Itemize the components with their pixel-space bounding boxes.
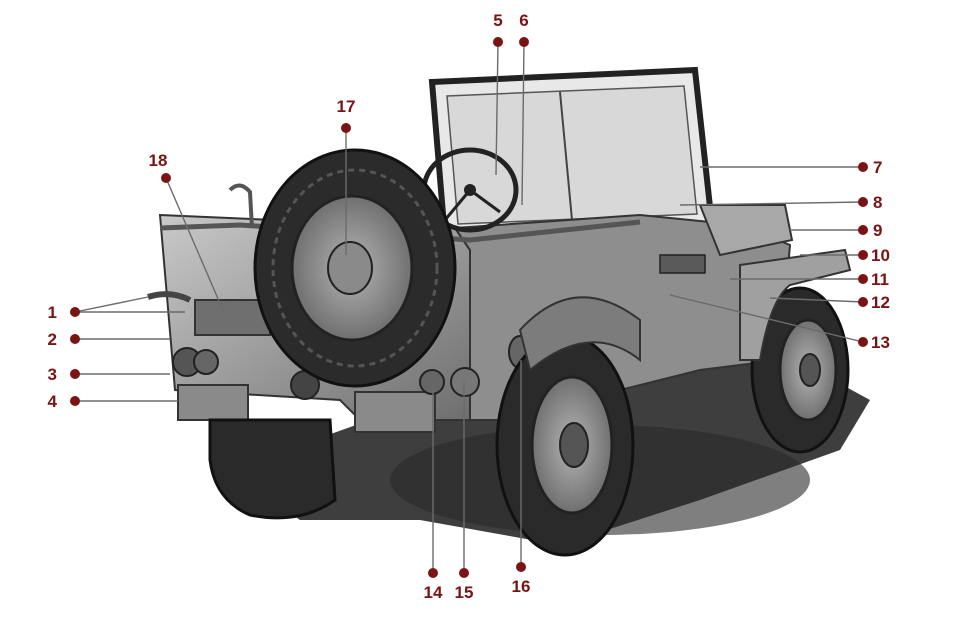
callout-labels: 1 2 3 4 5 6 7 8 9 10 11 12 13 14 15 16 1…	[48, 11, 890, 602]
callout-16: 16	[512, 577, 531, 596]
callout-18: 18	[149, 151, 168, 170]
left-rear-wheel	[208, 418, 337, 520]
callout-13: 13	[871, 333, 890, 352]
callout-4: 4	[48, 392, 58, 411]
callout-8: 8	[873, 193, 882, 212]
callout-dots	[70, 37, 868, 578]
callout-2: 2	[48, 330, 57, 349]
callout-10: 10	[871, 246, 890, 265]
fenders	[518, 248, 852, 372]
front-wheel	[750, 286, 850, 454]
callout-9: 9	[873, 221, 882, 240]
callout-12: 12	[871, 293, 890, 312]
callout-11: 11	[871, 270, 889, 289]
rear-wheel	[495, 333, 635, 557]
spare-tire	[253, 148, 457, 388]
leader-lines	[74, 41, 864, 573]
callout-14: 14	[424, 583, 443, 602]
callout-15: 15	[455, 583, 474, 602]
callout-3: 3	[48, 365, 57, 384]
callout-17: 17	[337, 97, 356, 116]
callout-6: 6	[519, 11, 528, 30]
callout-5: 5	[493, 11, 502, 30]
callout-1: 1	[48, 303, 57, 322]
callout-7: 7	[873, 158, 882, 177]
windshield	[428, 66, 716, 242]
